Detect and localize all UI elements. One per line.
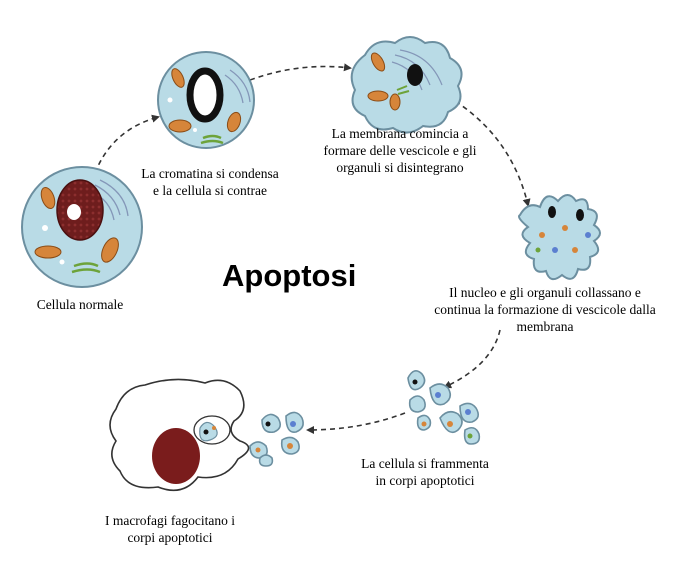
- apoptotic-bodies-illustration: [249, 370, 481, 467]
- arrow-5-to-6: [306, 412, 406, 434]
- caption-phagocytosis: I macrofagi fagocitano i corpi apoptotic…: [104, 513, 236, 545]
- caption-fragmentation: La cellula si frammenta in corpi apoptot…: [361, 456, 489, 488]
- cycle-arrows: [94, 63, 531, 434]
- arrow-2-to-3: [249, 63, 352, 81]
- caption-membrane-blebbing: La membrana comincia a formare delle ves…: [323, 126, 477, 175]
- normal-cell-illustration: [21, 166, 143, 288]
- diagram-title: Apoptosi: [222, 258, 357, 293]
- caption-normal-cell: Cellula normale: [36, 297, 124, 312]
- blebbing-cell-illustration: [350, 36, 463, 134]
- caption-nucleus-collapse: Il nucleo e gli organuli collassano e co…: [434, 285, 656, 334]
- condensing-cell-illustration: [157, 51, 255, 149]
- collapsing-cell-illustration: [518, 194, 601, 281]
- arrow-3-to-4: [439, 91, 531, 207]
- caption-chromatin-condensation: La cromatina si condensa e la cellula si…: [141, 166, 279, 198]
- arrow-4-to-5: [443, 329, 501, 389]
- macrophage-illustration: [109, 378, 250, 492]
